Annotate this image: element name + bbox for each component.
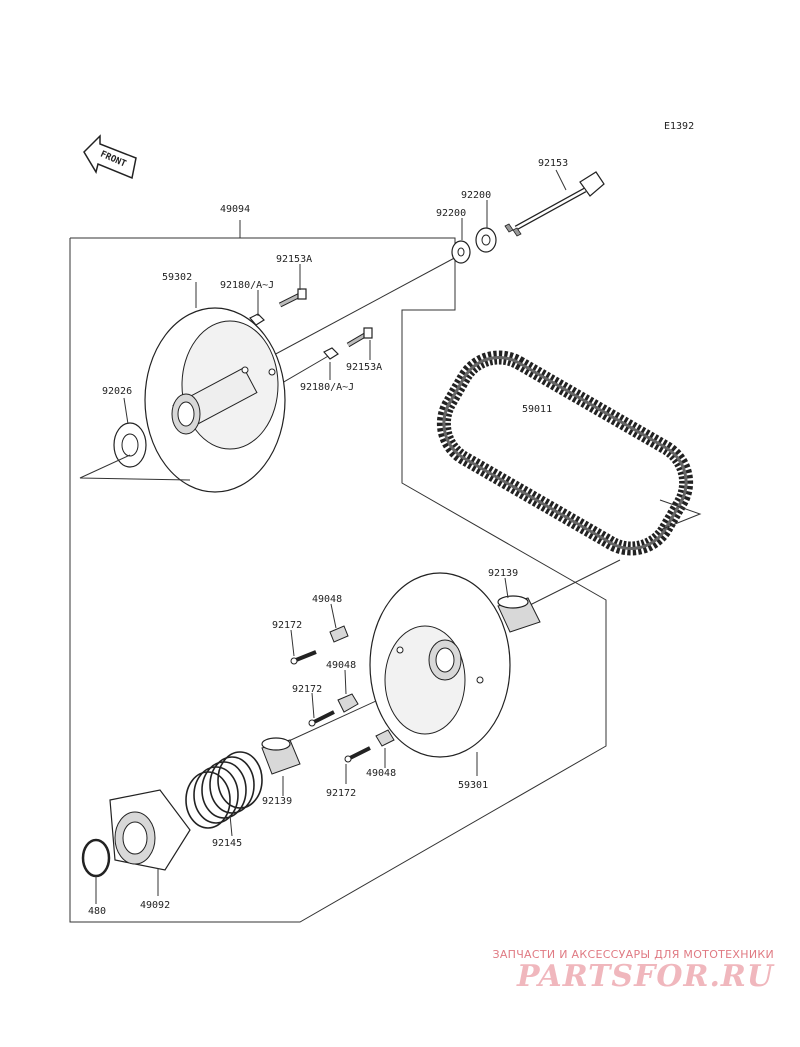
diagram-code: E1392 (664, 121, 694, 132)
pulley-59302 (144, 307, 286, 493)
label-92172-a: 92172 (272, 620, 302, 631)
label-92139-lower: 92139 (262, 796, 292, 807)
belt-59011 (436, 350, 702, 556)
screw-92172-a (290, 650, 317, 665)
watermark: ЗАПЧАСТИ И АКСЕССУАРЫ ДЛЯ МОТОТЕХНИКИ PA… (492, 948, 774, 994)
nut-92180-upper (249, 313, 265, 326)
front-arrow-icon: FRONT (83, 134, 137, 180)
leader-lines (95, 169, 567, 904)
label-49048-b: 49048 (326, 660, 356, 671)
label-92180-lower: 92180/A~J (300, 382, 354, 393)
nut-92180-lower (323, 347, 339, 360)
bolt-92153 (504, 171, 605, 237)
watermark-subtitle: ЗАПЧАСТИ И АКСЕССУАРЫ ДЛЯ МОТОТЕХНИКИ (492, 948, 774, 961)
label-49048-c: 49048 (366, 768, 396, 779)
spring-92145 (185, 751, 263, 829)
label-92153: 92153 (538, 158, 568, 169)
label-92139-upper: 92139 (488, 568, 518, 579)
label-59011: 59011 (522, 404, 552, 415)
circlip-480 (81, 838, 111, 878)
screw-92172-c (344, 746, 371, 763)
label-92153A-upper: 92153A (276, 254, 312, 265)
washer-92026 (79, 422, 191, 481)
sheave-59301 (369, 572, 511, 758)
label-92200-b: 92200 (436, 208, 466, 219)
label-49048-a: 49048 (312, 594, 342, 605)
bushing-92139-upper (497, 595, 541, 633)
label-92200-a: 92200 (461, 190, 491, 201)
label-92172-b: 92172 (292, 684, 322, 695)
slider-49048-a (329, 625, 349, 643)
label-49094: 49094 (220, 204, 250, 215)
cam-49092 (109, 789, 191, 871)
slider-49048-c (375, 729, 395, 747)
bolt-92153A-upper (278, 288, 307, 308)
label-92172-c: 92172 (326, 788, 356, 799)
watermark-brand: PARTSFOR.RU (517, 959, 774, 994)
label-92180-upper: 92180/A~J (220, 280, 274, 291)
slider-49048-b (337, 693, 359, 713)
bolt-92153A-lower (346, 327, 373, 348)
assembly-frame (69, 237, 607, 923)
bushing-92139-lower (261, 737, 301, 775)
label-59302: 59302 (162, 272, 192, 283)
label-59301: 59301 (458, 780, 488, 791)
label-49092: 49092 (140, 900, 170, 911)
screw-92172-b (308, 710, 335, 727)
label-480: 480 (88, 906, 106, 917)
label-92153A-lower: 92153A (346, 362, 382, 373)
label-92145: 92145 (212, 838, 242, 849)
label-92026: 92026 (102, 386, 132, 397)
